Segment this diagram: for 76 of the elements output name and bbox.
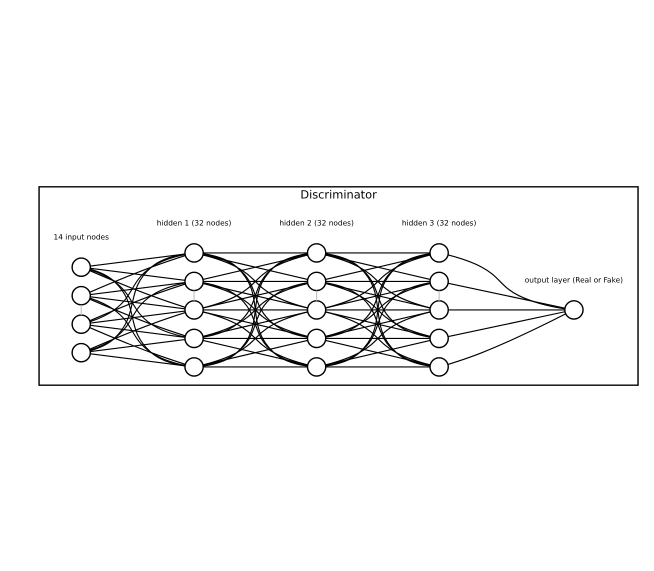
- connector: [203, 282, 308, 366]
- connector: [90, 267, 185, 280]
- connector: [202, 254, 308, 280]
- node-circle: [429, 356, 449, 376]
- node-circle: [429, 271, 449, 291]
- connector: [448, 282, 565, 308]
- node-circle: [429, 328, 449, 348]
- connector: [90, 252, 186, 351]
- connector: [325, 254, 430, 280]
- node-circle: [564, 300, 584, 320]
- connector: [326, 308, 430, 310]
- node-circle: [184, 271, 204, 291]
- connector: [90, 270, 186, 308]
- node-circle: [306, 328, 326, 348]
- connector: [203, 252, 308, 366]
- connector: [326, 252, 430, 366]
- node-circle: [184, 356, 204, 376]
- connector: [90, 253, 186, 322]
- connector: [326, 280, 430, 282]
- connector: [90, 297, 186, 366]
- connector: [90, 254, 186, 292]
- node-circle: [429, 242, 449, 262]
- connector: [90, 312, 186, 350]
- node-circle: [184, 328, 204, 348]
- connector: [326, 252, 430, 254]
- connector: [202, 310, 308, 366]
- connector: [325, 310, 430, 366]
- connector: [326, 366, 430, 367]
- node-circle: [71, 314, 92, 334]
- connector: [202, 282, 308, 337]
- connector: [90, 252, 185, 266]
- connector: [90, 268, 186, 337]
- connector: [438, 290, 440, 300]
- connector: [325, 254, 430, 308]
- node-circle: [71, 256, 92, 277]
- connector: [203, 280, 308, 282]
- connector: [90, 338, 185, 352]
- connector: [90, 324, 185, 338]
- connector: [203, 308, 308, 310]
- connector: [326, 282, 430, 366]
- connector: [325, 282, 430, 308]
- node-circle: [184, 300, 204, 320]
- connector: [203, 366, 308, 367]
- connector: [90, 281, 185, 295]
- connector: [202, 254, 308, 308]
- node-circle: [429, 300, 449, 320]
- connector: [325, 310, 430, 337]
- connector: [316, 290, 318, 300]
- connector: [90, 282, 186, 350]
- node-circle: [306, 242, 326, 262]
- connector: [90, 296, 185, 309]
- connector: [202, 282, 308, 308]
- connector: [448, 254, 565, 309]
- node-circle: [306, 356, 326, 376]
- connector: [203, 337, 308, 338]
- connector: [202, 310, 308, 337]
- node-circle: [184, 242, 204, 262]
- connector: [90, 310, 185, 324]
- node-circle: [71, 285, 92, 306]
- connector: [448, 308, 565, 310]
- node-circle: [306, 271, 326, 291]
- connector: [448, 312, 566, 364]
- node-circle: [71, 342, 92, 362]
- connector: [326, 253, 430, 338]
- connector: [448, 310, 565, 337]
- connector: [90, 283, 186, 321]
- connector: [325, 282, 430, 337]
- connector: [90, 268, 186, 366]
- connector: [90, 298, 186, 336]
- connector: [194, 290, 195, 300]
- connector: [203, 253, 308, 338]
- connector: [326, 337, 430, 338]
- connector: [90, 326, 186, 364]
- connector: [80, 304, 82, 315]
- node-circle: [306, 300, 326, 320]
- connector: [203, 252, 308, 254]
